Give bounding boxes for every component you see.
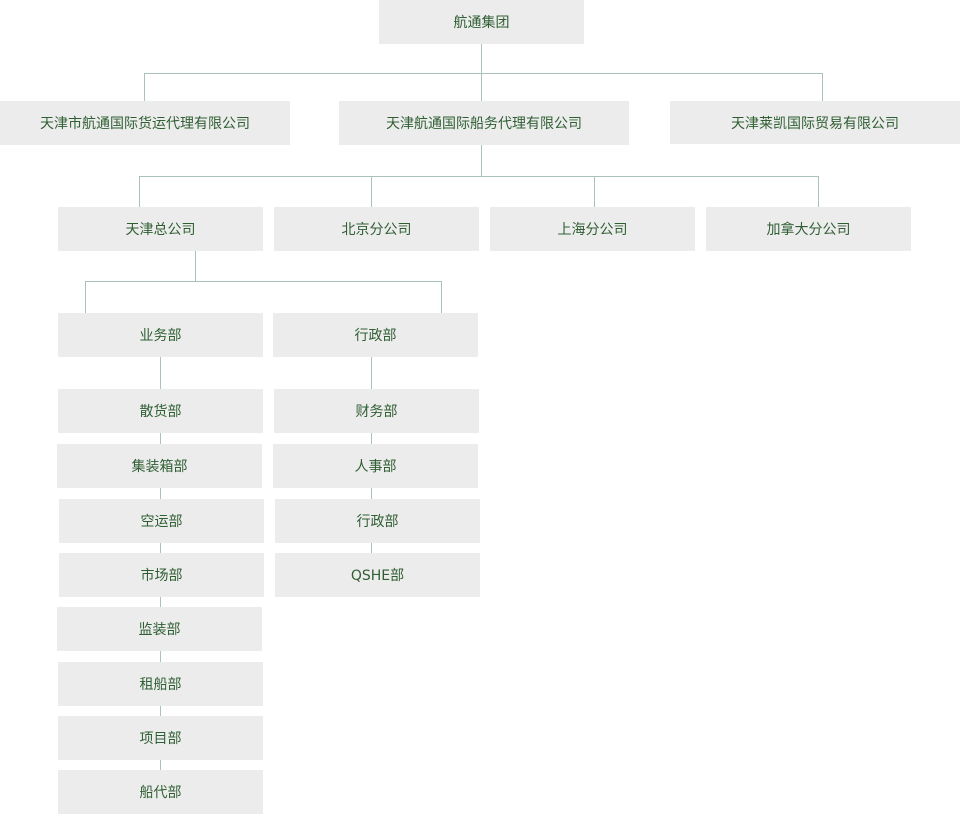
org-node-department: 集装箱部	[57, 444, 262, 488]
connector	[195, 251, 196, 282]
org-node-department: 市场部	[59, 553, 264, 597]
node-label: 上海分公司	[557, 222, 628, 238]
org-node-branch: 天津总公司	[58, 207, 263, 251]
connector	[822, 73, 823, 101]
connector	[481, 44, 482, 74]
org-node-company: 天津市航通国际货运代理有限公司	[0, 101, 290, 145]
org-node-department: 项目部	[58, 716, 263, 760]
connector	[481, 73, 482, 101]
org-node-division: 行政部	[273, 313, 478, 357]
node-label: 散货部	[139, 404, 182, 420]
org-node-division: 业务部	[58, 313, 263, 357]
node-label: QSHE部	[350, 568, 405, 584]
node-label: 集装箱部	[131, 459, 188, 475]
org-node-department: 租船部	[58, 662, 263, 706]
node-label: 财务部	[355, 404, 398, 420]
org-node-company: 天津莱凯国际贸易有限公司	[670, 101, 960, 144]
node-label: 空运部	[140, 514, 183, 530]
node-label: 北京分公司	[341, 222, 412, 238]
node-label: 行政部	[354, 328, 397, 344]
connector	[441, 281, 442, 313]
node-label: 天津市航通国际货运代理有限公司	[40, 116, 250, 132]
node-label: 人事部	[354, 459, 397, 475]
connector	[594, 176, 595, 207]
node-label: 航通集团	[453, 15, 510, 31]
node-label: 监装部	[138, 622, 181, 638]
org-node-department: 人事部	[273, 444, 478, 488]
org-node-department: QSHE部	[275, 553, 480, 597]
node-label: 船代部	[139, 785, 182, 801]
node-label: 行政部	[356, 514, 399, 530]
connector	[481, 145, 482, 176]
node-label: 天津航通国际船务代理有限公司	[386, 116, 582, 132]
connector	[818, 176, 819, 207]
connector	[144, 73, 823, 74]
org-node-department: 散货部	[58, 389, 263, 433]
connector	[139, 176, 140, 207]
org-node-branch: 北京分公司	[274, 207, 479, 251]
node-label: 天津总公司	[125, 222, 196, 238]
connector	[85, 281, 442, 282]
connector	[371, 176, 372, 207]
org-node-branch: 上海分公司	[490, 207, 695, 251]
connector	[139, 176, 819, 177]
node-label: 业务部	[139, 328, 182, 344]
node-label: 天津莱凯国际贸易有限公司	[731, 115, 899, 132]
org-node-department: 空运部	[59, 499, 264, 543]
connector	[85, 281, 86, 313]
node-label: 项目部	[139, 731, 182, 747]
org-node-root: 航通集团	[379, 0, 584, 44]
org-node-branch: 加拿大分公司	[706, 207, 911, 251]
connector	[144, 73, 145, 101]
org-node-department: 监装部	[57, 607, 262, 651]
node-label: 租船部	[139, 677, 182, 693]
org-node-company: 天津航通国际船务代理有限公司	[339, 101, 629, 145]
node-label: 加拿大分公司	[766, 222, 851, 238]
org-node-department: 船代部	[58, 770, 263, 814]
org-node-department: 财务部	[274, 389, 479, 433]
node-label: 市场部	[140, 568, 183, 584]
org-node-department: 行政部	[275, 499, 480, 543]
